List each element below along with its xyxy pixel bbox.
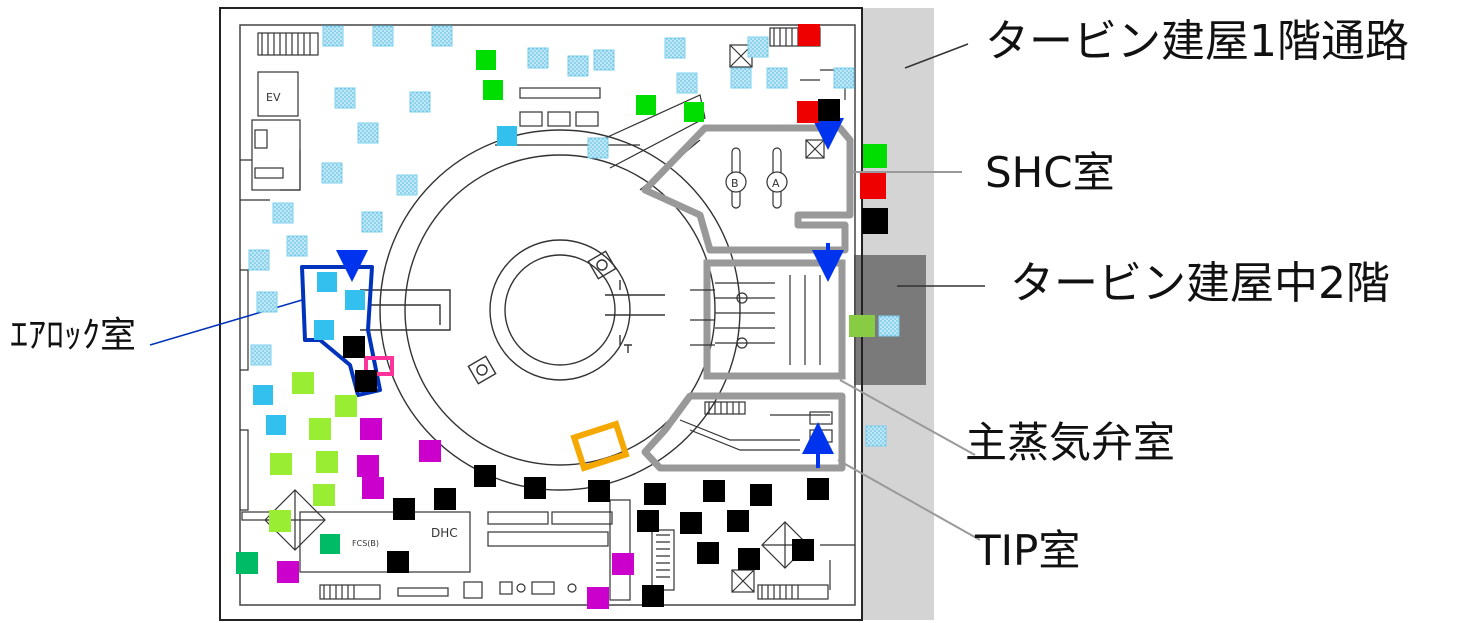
orange-marker (570, 420, 630, 472)
shc-valves (725, 139, 825, 209)
pink-marker (364, 356, 394, 376)
plan-details (240, 27, 855, 601)
building-frame (219, 7, 863, 621)
tip-details (679, 401, 833, 451)
light-blue-markers (248, 25, 900, 447)
fcs-text: FCS(B) (352, 539, 379, 548)
tip-room-outline[interactable] (641, 392, 846, 472)
msv-pipes (690, 275, 821, 365)
entry-arrows (336, 118, 844, 468)
airlock-leader (149, 299, 303, 346)
olive-green-marker (849, 315, 875, 337)
magenta-markers (277, 418, 634, 609)
turbine-mezzanine-label: タービン建屋中2階 (1010, 258, 1390, 309)
cyan-markers (253, 126, 517, 435)
msv-room-outline[interactable] (703, 259, 846, 380)
lime-markers (269, 372, 357, 532)
airlock-outline[interactable] (300, 265, 382, 397)
leader-lines (837, 43, 985, 541)
black-markers (343, 99, 888, 607)
turbine-corridor-label: タービン建屋1階通路 (985, 16, 1409, 67)
ev-text: EV (266, 91, 281, 104)
dark-green-markers (236, 534, 340, 574)
valve-a-text: A (772, 177, 780, 190)
main-steam-valve-room-label: 主蒸気弁室 (965, 418, 1176, 467)
airlock-label: ｴｱﾛｯｸ室 (10, 315, 137, 356)
outer-wall (239, 24, 856, 606)
reactor-pedestal (360, 129, 741, 491)
red-markers (797, 24, 886, 199)
dhc-text: DHC (431, 526, 458, 540)
tip-room-label: TIP室 (975, 526, 1081, 575)
green-markers (476, 50, 887, 168)
shc-room-outline[interactable] (641, 124, 854, 254)
shc-room-label: SHC室 (985, 148, 1115, 197)
valve-b-text: B (731, 177, 739, 190)
